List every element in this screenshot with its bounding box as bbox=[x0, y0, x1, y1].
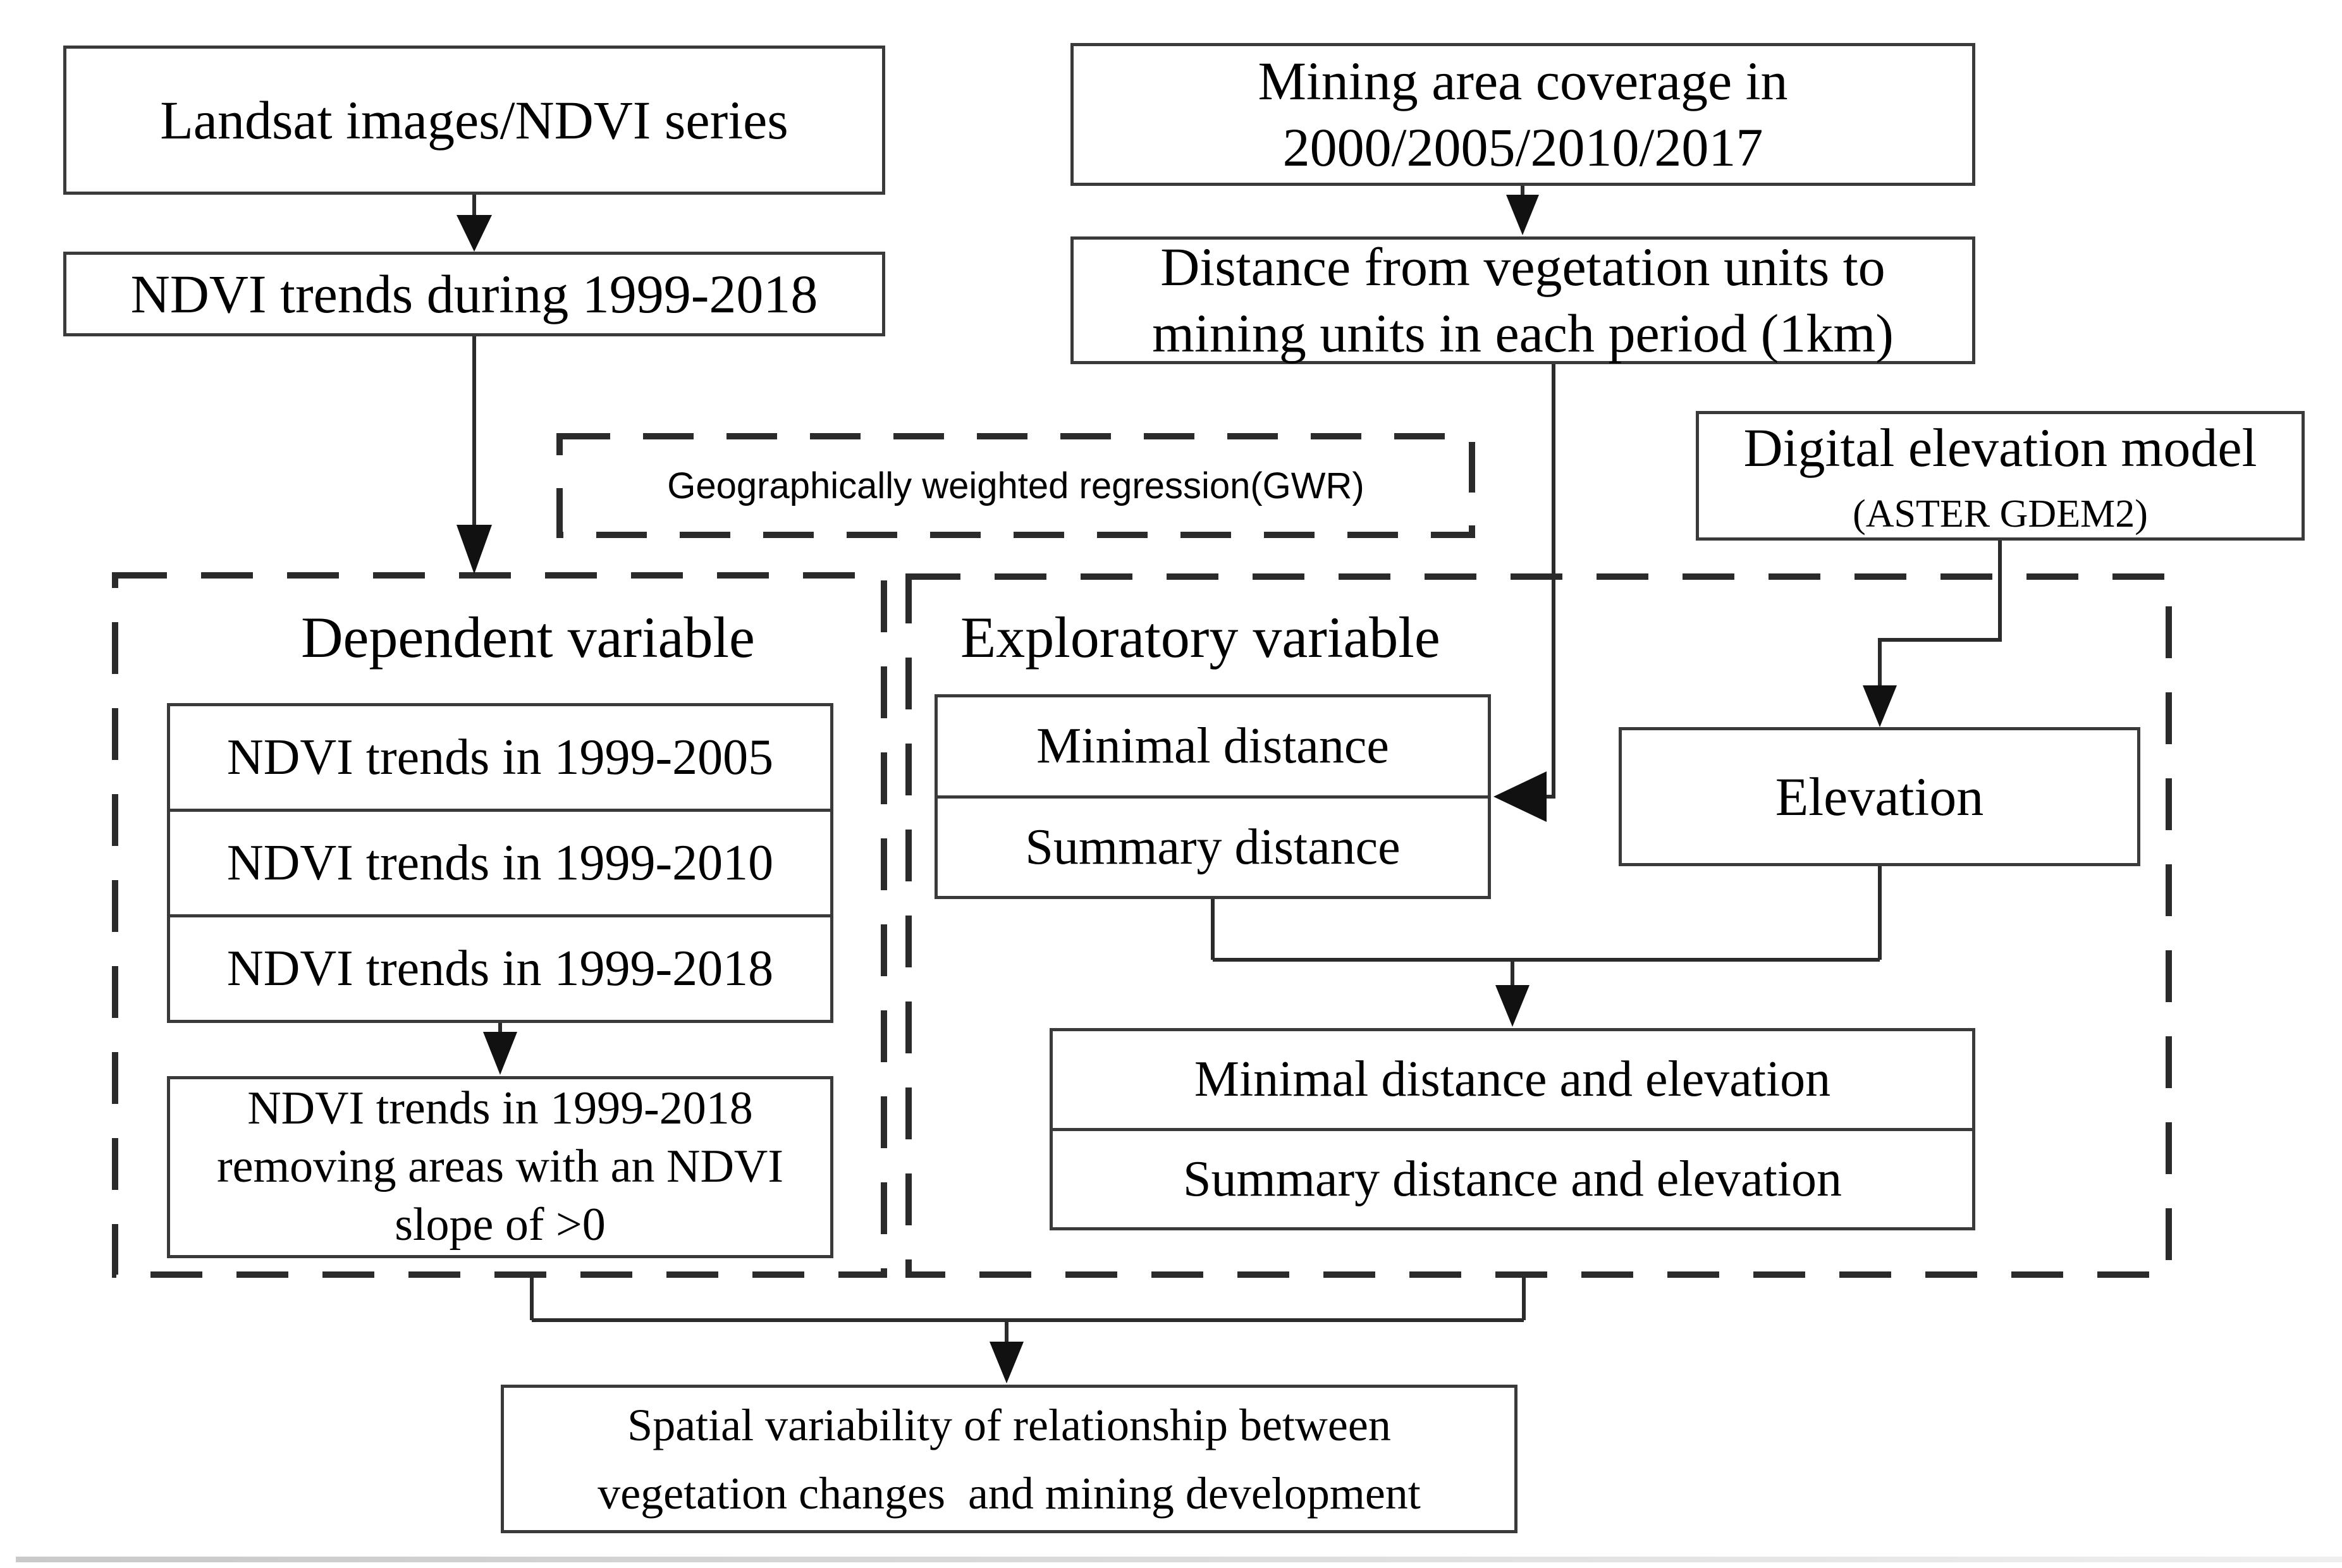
dependent-row-1-label: NDVI trends in 1999-2005 bbox=[226, 730, 774, 785]
arrowhead-to-outcome bbox=[990, 1342, 1024, 1383]
dependent-variable-header: Dependent variable bbox=[301, 605, 755, 670]
gwr-dashed-frame bbox=[556, 433, 1475, 538]
dependent-row-2: NDVI trends in 1999-2010 bbox=[170, 809, 830, 914]
distance-row-minimal-label: Minimal distance bbox=[1036, 718, 1389, 775]
arrowhead-distance-to-distancerows bbox=[1493, 771, 1547, 822]
arrowhead-ndvitrends-to-dependent bbox=[457, 525, 492, 574]
node-ndvi-trends: NDVI trends during 1999-2018 bbox=[63, 252, 885, 336]
node-mining-line1: Mining area coverage in bbox=[1258, 51, 1788, 112]
node-outcome-line2: vegetation changes and mining developmen… bbox=[598, 1467, 1421, 1519]
dependent-row-3-label: NDVI trends in 1999-2018 bbox=[226, 941, 774, 996]
node-ndvi-filtered: NDVI trends in 1999-2018 removing areas … bbox=[167, 1076, 833, 1258]
exploratory-variable-container bbox=[905, 573, 2172, 1278]
node-elevation: Elevation bbox=[1619, 727, 2140, 866]
distance-row-minimal: Minimal distance bbox=[938, 697, 1488, 795]
node-dem-subtitle: (ASTER GDEM2) bbox=[1853, 493, 2148, 536]
dependent-row-2-label: NDVI trends in 1999-2010 bbox=[226, 835, 774, 891]
node-ndvi-filtered-line2: removing areas with an NDVI bbox=[217, 1141, 783, 1193]
dependent-variable-container bbox=[112, 572, 887, 1278]
node-outcome-line1: Spatial variability of relationship betw… bbox=[627, 1399, 1391, 1450]
node-combined-rows: Minimal distance and elevation Summary d… bbox=[1050, 1028, 1975, 1230]
combined-row-summary-label: Summary distance and elevation bbox=[1183, 1151, 1842, 1207]
exploratory-variable-header: Exploratory variable bbox=[960, 605, 1440, 670]
node-elevation-label: Elevation bbox=[1775, 766, 1984, 827]
arrow-distance-to-distancerows-shaft bbox=[1547, 364, 1555, 799]
combined-row-minimal-label: Minimal distance and elevation bbox=[1194, 1051, 1831, 1108]
node-distance-rows: Minimal distance Summary distance bbox=[935, 694, 1491, 899]
dependent-row-1: NDVI trends in 1999-2005 bbox=[170, 706, 830, 809]
node-distance-line1: Distance from vegetation units to bbox=[1160, 236, 1885, 298]
dependent-row-3: NDVI trends in 1999-2018 bbox=[170, 914, 830, 1020]
node-ndvi-filtered-line1: NDVI trends in 1999-2018 bbox=[247, 1082, 753, 1135]
combined-row-minimal: Minimal distance and elevation bbox=[1053, 1031, 1972, 1128]
arrowhead-merge-to-combined bbox=[1495, 985, 1530, 1027]
node-distance-line2: mining units in each period (1km) bbox=[1152, 303, 1894, 364]
node-dem-title: Digital elevation model bbox=[1743, 417, 2257, 478]
node-mining-line2: 2000/2005/2010/2017 bbox=[1282, 117, 1763, 178]
node-dem: Digital elevation model (ASTER GDEM2) bbox=[1696, 411, 2305, 541]
node-dependent-rows: NDVI trends in 1999-2005 NDVI trends in … bbox=[167, 703, 833, 1023]
distance-row-summary-label: Summary distance bbox=[1025, 819, 1401, 875]
node-mining-coverage: Mining area coverage in 2000/2005/2010/2… bbox=[1070, 43, 1975, 186]
node-ndvi-filtered-line3: slope of >0 bbox=[395, 1198, 606, 1251]
node-gwr: Geographically weighted regression(GWR) bbox=[558, 435, 1473, 536]
node-outcome: Spatial variability of relationship betw… bbox=[501, 1385, 1517, 1533]
distance-row-summary: Summary distance bbox=[938, 795, 1488, 897]
scan-edge-line bbox=[16, 1557, 2342, 1562]
node-distance: Distance from vegetation units to mining… bbox=[1070, 236, 1975, 364]
arrowhead-landsat-to-ndvitrends bbox=[457, 215, 492, 252]
arrowhead-dem-to-elevation bbox=[1863, 685, 1897, 727]
node-landsat: Landsat images/NDVI series bbox=[63, 46, 885, 195]
arrowhead-mining-to-distance bbox=[1506, 195, 1539, 235]
node-landsat-label: Landsat images/NDVI series bbox=[160, 89, 788, 150]
combined-row-summary: Summary distance and elevation bbox=[1053, 1127, 1972, 1228]
arrow-dem-to-elevation-shaft bbox=[1878, 541, 2002, 687]
node-gwr-label: Geographically weighted regression(GWR) bbox=[667, 465, 1364, 506]
node-ndvi-trends-label: NDVI trends during 1999-2018 bbox=[130, 263, 818, 324]
